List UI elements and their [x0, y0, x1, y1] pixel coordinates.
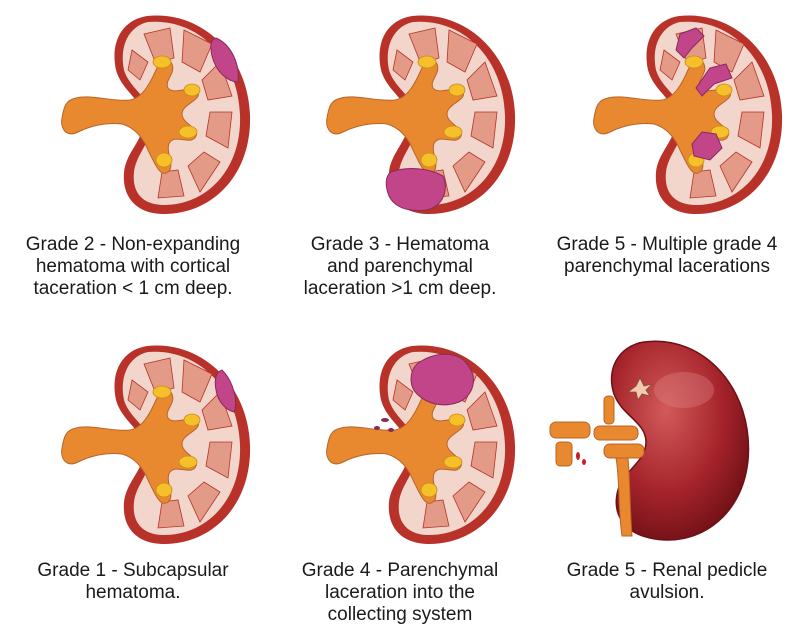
caption-grade-5-avulsion: Grade 5 - Renal pedicle avulsion.: [534, 560, 800, 604]
caption-grade-2: Grade 2 - Non-expanding hematoma with co…: [0, 234, 266, 300]
hematoma-mark: [386, 169, 445, 211]
panel-grade-2: Grade 2 - Non-expanding hematoma with co…: [0, 0, 266, 300]
caption-grade-3: Grade 3 - Hematoma and parenchymal lacer…: [267, 234, 533, 300]
kidney-grade-5-multiple-illustration: [534, 0, 800, 215]
caption-grade-5-multiple: Grade 5 - Multiple grade 4 parenchymal l…: [534, 234, 800, 278]
kidney-grade-4-illustration: [267, 330, 533, 545]
hematoma-mark: [411, 354, 473, 405]
caption-grade-1: Grade 1 - Subcapsular hematoma.: [0, 560, 266, 604]
panel-grade-3: Grade 3 - Hematoma and parenchymal lacer…: [267, 0, 533, 300]
panel-grade-5-avulsion: Grade 5 - Renal pedicle avulsion.: [534, 330, 800, 625]
kidney-grade-2-illustration: [0, 0, 266, 215]
kidney-grade-3-illustration: [267, 0, 533, 215]
bleeding-marks: [576, 452, 586, 465]
panel-grade-4: Grade 4 - Parenchymal laceration into th…: [267, 330, 533, 625]
panel-grade-1: Grade 1 - Subcapsular hematoma.: [0, 330, 266, 625]
caption-grade-4: Grade 4 - Parenchymal laceration into th…: [267, 560, 533, 626]
kidney-grade-5-avulsion-illustration: [534, 330, 800, 545]
whole-kidney: [612, 341, 749, 540]
panel-grade-5-multiple: Grade 5 - Multiple grade 4 parenchymal l…: [534, 0, 800, 300]
kidney-grade-1-illustration: [0, 330, 266, 545]
